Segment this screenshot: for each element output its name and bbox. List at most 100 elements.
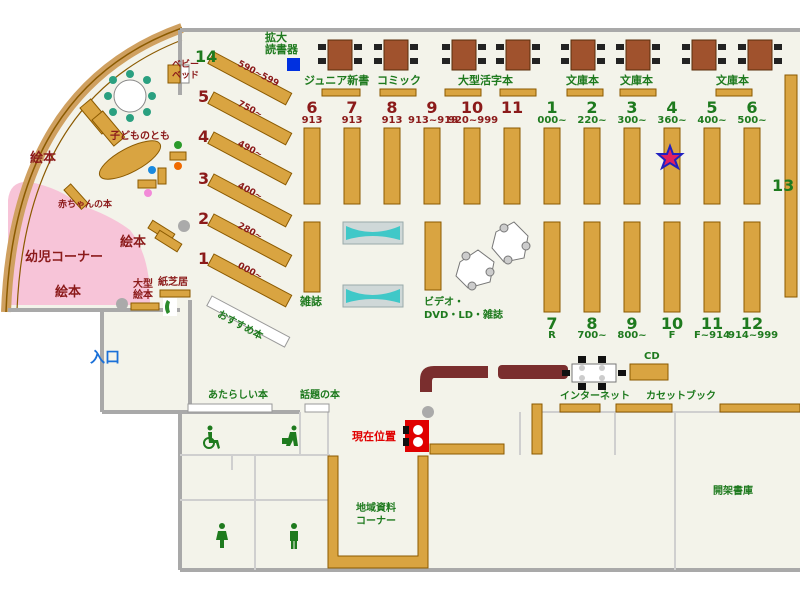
men-restroom-icon [290, 523, 298, 549]
top-shelf-3 [383, 127, 401, 205]
diagonal-shelf-14 [207, 51, 293, 106]
bottom-shelf-range: R [548, 330, 556, 341]
bottom-shelf-12 [743, 221, 761, 313]
top-shelf-number: 8 [386, 98, 398, 117]
zoom-reader-label: 拡大 読書器 [265, 31, 298, 56]
current-location-marker [403, 420, 429, 452]
bottom-shelf-number: 8 [586, 314, 598, 333]
zoom-reader-device [287, 58, 300, 71]
large-ehon-label: 大型 絵本 [133, 279, 153, 301]
top-shelf-number: 7 [346, 98, 358, 117]
new-books-label: あたらしい本 [208, 390, 268, 401]
top-shelf-number: 2 [586, 98, 598, 117]
cd-shelf [629, 363, 669, 381]
diagonal-shelf-number: 4 [198, 127, 210, 146]
bottom-shelf-number: 11 [700, 314, 724, 333]
top-shelf-7 [543, 127, 561, 205]
baby-bed [167, 64, 181, 84]
osusume-shelf [206, 295, 291, 348]
diagonal-shelf-3 [207, 173, 293, 228]
large-print-label: 大型活字本 [458, 74, 513, 87]
kamishibai-label: 紙芝居 [158, 277, 188, 288]
local-materials-shelf [327, 455, 429, 569]
entrance-label: 入口 [90, 348, 121, 366]
bottom-wall-shelves [429, 403, 800, 455]
top-shelf-range: 913 [341, 115, 363, 126]
bunko-label-3: 文庫本 [716, 74, 749, 87]
right-shelf-13 [784, 74, 798, 298]
display-cases [342, 221, 404, 308]
service-counter-left [420, 366, 488, 392]
yoji-corner-label: 幼児コーナー [25, 250, 104, 265]
study-desks [318, 39, 782, 71]
video-shelf [424, 221, 442, 291]
diagonal-shelf-4 [207, 131, 293, 186]
bunko-label-2: 文庫本 [620, 74, 653, 87]
top-shelf-1 [303, 127, 321, 205]
top-shelf-5 [463, 127, 481, 205]
cd-label: CD [644, 351, 660, 362]
star-marker-icon [655, 143, 685, 171]
diagonal-shelf-1 [207, 253, 293, 308]
phone-icon [163, 298, 177, 316]
service-counter-right [498, 365, 568, 379]
ehon-label-2: 絵本 [120, 235, 147, 250]
top-shelf-4 [423, 127, 441, 205]
diagonal-shelf-number: 14 [195, 47, 218, 66]
top-shelf-8 [583, 127, 601, 205]
top-shelf-6 [503, 127, 521, 205]
comic-label: コミック [377, 74, 421, 87]
top-shelf-number: 6 [306, 98, 318, 117]
bottom-shelf-range: 700~ [577, 330, 607, 341]
new-books-shelf [187, 403, 273, 413]
top-shelf-range: 500~ [737, 115, 767, 126]
junior-new-label: ジュニア新書 [304, 74, 370, 87]
magazine-label: 雑誌 [300, 295, 322, 308]
topic-books-shelf [304, 403, 330, 413]
bottom-shelf-8 [583, 221, 601, 313]
floor-area [8, 30, 800, 570]
kids-round-table [104, 70, 156, 122]
closed-stacks-label: 開架書庫 [713, 486, 753, 497]
bottom-shelf-range: 800~ [617, 330, 647, 341]
top-row-shelves [303, 127, 761, 205]
diagonal-shelf-number: 5 [198, 87, 210, 106]
diagonal-shelf-2 [207, 213, 293, 268]
cassette-label: カセットブック [646, 391, 716, 402]
kids-shelves [63, 98, 191, 311]
baby-care-icon [282, 425, 298, 446]
bottom-shelf-range: F [668, 330, 676, 341]
top-shelf-number: 4 [666, 98, 678, 117]
bottom-shelf-range: 914~999 [728, 330, 779, 341]
bottom-row-shelves [543, 221, 761, 313]
top-shelf-12 [743, 127, 761, 205]
top-shelf-number: 5 [706, 98, 718, 117]
top-shelf-range: 400~ [697, 115, 727, 126]
video-label: ビデオ・ DVD・LD・雑誌 [424, 297, 504, 321]
top-shelf-range: 913 [381, 115, 403, 126]
top-shelf-range: 000~ [537, 115, 567, 126]
bottom-shelf-11 [703, 221, 721, 313]
av-booths [455, 221, 531, 291]
top-shelf-number: 9 [426, 98, 438, 117]
ehon-label-3: 絵本 [55, 285, 82, 300]
internet-label: インターネット [560, 391, 630, 402]
top-shelf-range: 913~919 [408, 115, 459, 126]
top-shelf-range: 220~ [577, 115, 607, 126]
bunko-label-1: 文庫本 [566, 74, 599, 87]
bottom-shelf-number: 12 [740, 314, 764, 333]
kids-pink-area [8, 181, 150, 305]
diagonal-shelves [207, 51, 293, 308]
bottom-shelf-number: 7 [546, 314, 558, 333]
top-shelf-range: 920~999 [448, 115, 499, 126]
bottom-shelf-9 [623, 221, 641, 313]
top-shelf-range: 913 [301, 115, 323, 126]
top-shelf-number: 3 [626, 98, 638, 117]
ehon-label-1: 絵本 [30, 151, 57, 166]
top-shelf-range: 360~ [657, 115, 687, 126]
bottom-shelf-range: F~914 [693, 330, 731, 341]
local-materials-label: 地域資料 コーナー [356, 503, 396, 527]
internet-terminals [562, 356, 626, 390]
top-shelf-number: 6 [746, 98, 758, 117]
bottom-shelf-number: 9 [626, 314, 638, 333]
